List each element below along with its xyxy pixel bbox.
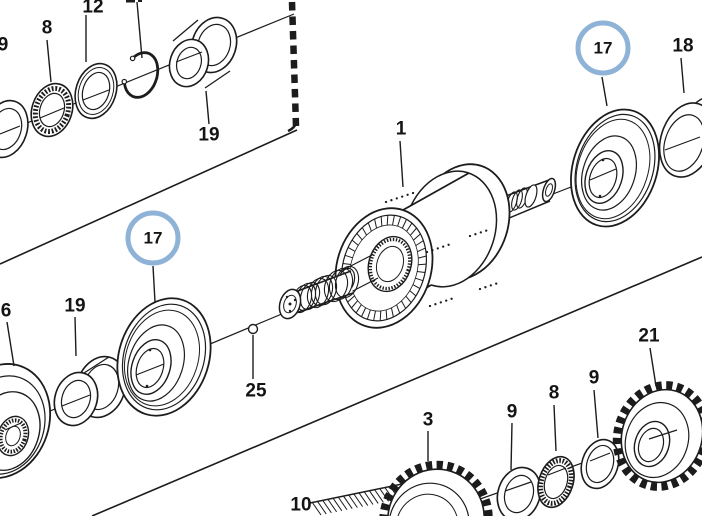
part-6-drum[interactable] bbox=[0, 351, 65, 490]
part-17-housing-upper-right[interactable] bbox=[557, 98, 674, 238]
callout-3-bottom[interactable]: 3 bbox=[422, 409, 434, 431]
callout-9-bottom-left[interactable]: 9 bbox=[506, 401, 518, 423]
part-ring-9-top[interactable] bbox=[0, 95, 35, 163]
callout-19-lower-left[interactable]: 19 bbox=[64, 295, 86, 317]
part-25-ball[interactable] bbox=[247, 323, 259, 335]
part-sleeve-19-lower[interactable] bbox=[48, 350, 134, 431]
callout-19-top-left[interactable]: 19 bbox=[198, 124, 220, 146]
part-bearing-8-top[interactable] bbox=[25, 78, 80, 142]
axis-through-bores bbox=[0, 51, 701, 492]
part-21-gear[interactable] bbox=[604, 374, 702, 498]
part-ring-9-bottom-right[interactable] bbox=[575, 435, 625, 494]
part-bearing-8-bottom[interactable] bbox=[532, 452, 580, 512]
part-ring-12[interactable] bbox=[68, 58, 123, 124]
callout-18-upper-right[interactable]: 18 bbox=[672, 35, 694, 57]
callout-8-bottom[interactable]: 8 bbox=[548, 382, 560, 404]
callout-9-top-left[interactable]: 9 bbox=[0, 34, 9, 56]
part-ring-18[interactable] bbox=[651, 96, 702, 184]
callout-17-lower-left-highlighted[interactable]: 17 bbox=[125, 210, 181, 266]
callout-9-bottom-right[interactable]: 9 bbox=[588, 367, 600, 389]
callout-6-lower-left[interactable]: 6 bbox=[0, 300, 12, 322]
part-sleeve-19-top[interactable] bbox=[164, 12, 244, 92]
part-ring-9-bottom-left[interactable] bbox=[491, 462, 548, 516]
callout-17-upper-right-highlighted[interactable]: 17 bbox=[575, 20, 631, 76]
callout-25-center[interactable]: 25 bbox=[245, 380, 267, 402]
part-snap-ring[interactable] bbox=[121, 51, 160, 99]
callout-10-bottom[interactable]: 10 bbox=[290, 494, 312, 516]
part-1-clutch-drum-shaft[interactable] bbox=[276, 152, 558, 341]
callout-8-top-left[interactable]: 8 bbox=[41, 17, 53, 39]
part-17-housing-lower-left[interactable] bbox=[103, 286, 226, 428]
callout-12-top-left[interactable]: 12 bbox=[82, 0, 104, 18]
part-3-gear[interactable] bbox=[370, 452, 502, 516]
callout-1-center[interactable]: 1 bbox=[395, 118, 407, 140]
callout-leaders bbox=[6, 1, 685, 471]
callout-21-bottom-right[interactable]: 21 bbox=[638, 325, 660, 347]
